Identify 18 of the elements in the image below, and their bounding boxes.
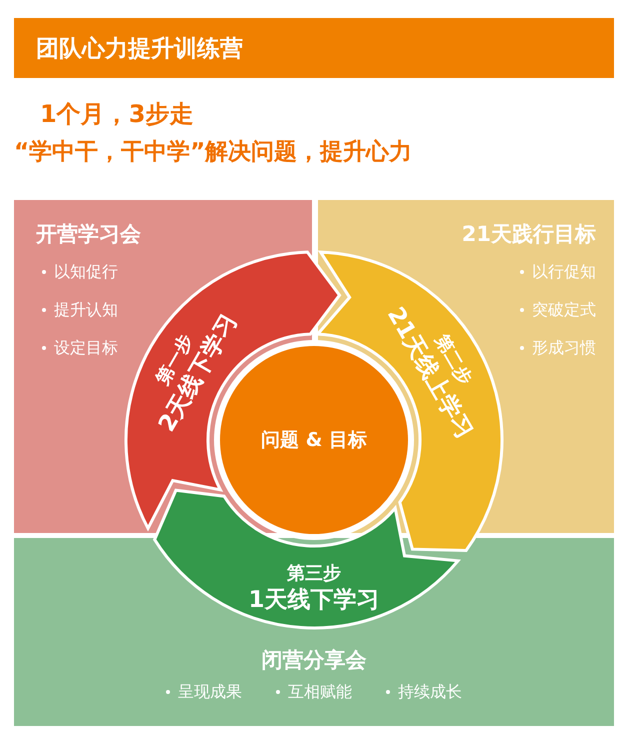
section-heading: 21天践行目标 bbox=[462, 221, 596, 248]
bullet-item: 设定目标 bbox=[40, 338, 118, 359]
bullet-item: 以知促行 bbox=[40, 262, 118, 283]
center-label: 问题 & 目标 bbox=[261, 428, 367, 453]
step-number: 第三步 bbox=[286, 562, 342, 586]
subtitle: 1个月，3步走 bbox=[40, 99, 194, 130]
bullet-item: 提升认知 bbox=[40, 300, 118, 321]
bullet-item: 形成习惯 bbox=[518, 338, 596, 359]
bullet-item: 突破定式 bbox=[518, 300, 596, 321]
step-title: 1天线下学习 bbox=[247, 587, 380, 613]
section-heading: 开营学习会 bbox=[36, 221, 141, 248]
bullet-item: 以行促知 bbox=[518, 262, 596, 283]
subtitle: “学中干，干中学”解决问题，提升心力 bbox=[14, 138, 412, 167]
bullet-item: 持续成长 bbox=[384, 682, 462, 703]
bullet-item: 呈现成果 bbox=[164, 682, 242, 703]
bullet-item: 互相赋能 bbox=[274, 682, 352, 703]
title: 团队心力提升训练营 bbox=[36, 35, 243, 64]
section-heading: 闭营分享会 bbox=[260, 647, 368, 674]
